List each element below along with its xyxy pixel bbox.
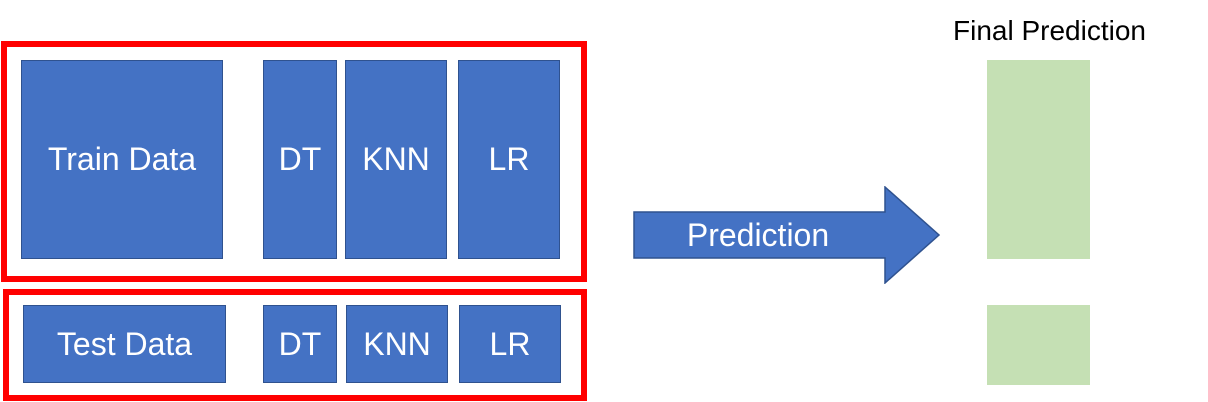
test-model-knn: KNN <box>346 305 448 383</box>
test-frame <box>3 289 587 401</box>
arrow-right-icon <box>633 186 941 284</box>
test-model-lr: LR <box>459 305 561 383</box>
final-prediction-test-output <box>987 305 1090 385</box>
test-model-dt: DT <box>263 305 337 383</box>
final-prediction-title: Final Prediction <box>953 15 1146 46</box>
prediction-arrow: Prediction <box>633 186 941 284</box>
train-model-dt: DT <box>263 60 337 259</box>
test-data-block: Test Data <box>23 305 226 383</box>
train-frame <box>1 41 587 282</box>
train-model-lr: LR <box>458 60 560 259</box>
final-prediction-train-output <box>987 60 1090 259</box>
train-data-block: Train Data <box>21 60 223 259</box>
train-model-knn: KNN <box>345 60 447 259</box>
prediction-label: Prediction <box>686 216 830 253</box>
